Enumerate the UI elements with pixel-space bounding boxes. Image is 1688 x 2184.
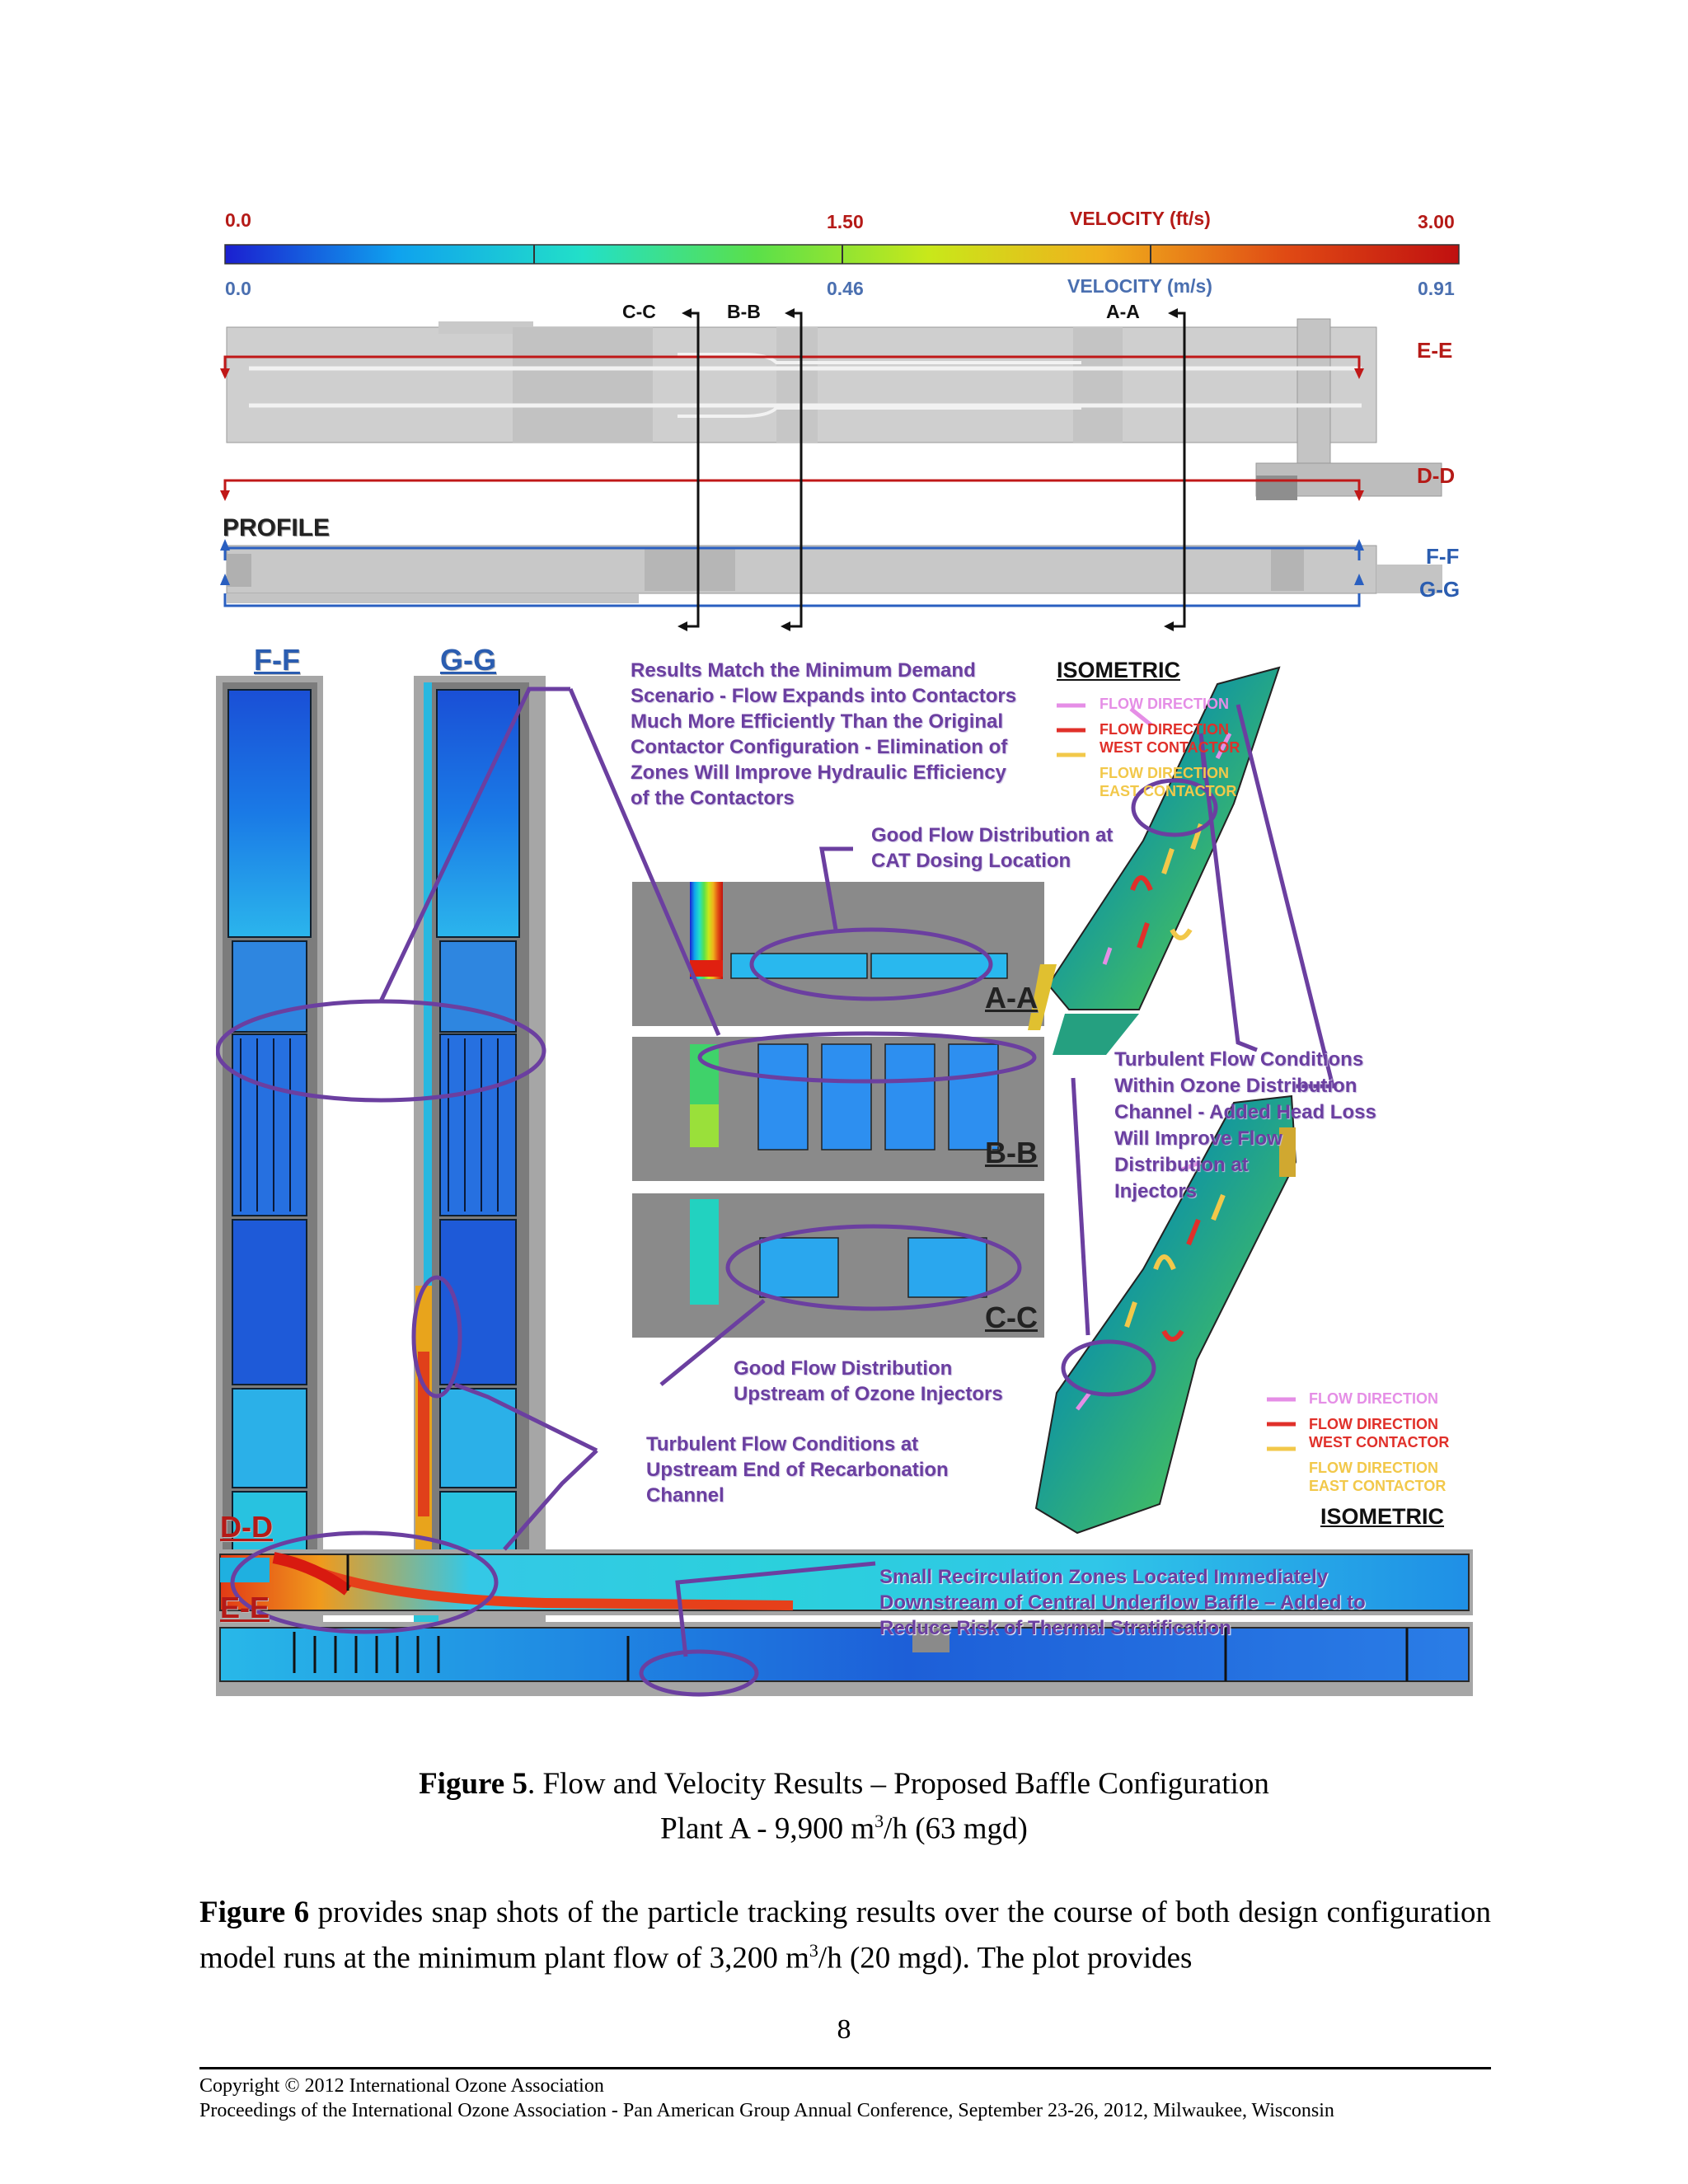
- legend-west-2-2: WEST CONTACTOR: [1309, 1434, 1450, 1451]
- figure-5-cfd-graphic: 0.0 1.50 VELOCITY (ft/s) 3.00 0.0 0.46 V…: [216, 198, 1473, 1755]
- scale-ft-min: 0.0: [225, 209, 251, 231]
- cross-section-bb-label: B-B: [985, 1136, 1038, 1169]
- caption-title: . Flow and Velocity Results – Proposed B…: [527, 1767, 1269, 1801]
- isometric-title-top: ISOMETRIC: [1057, 658, 1181, 682]
- figure-caption: Figure 5. Flow and Velocity Results – Pr…: [0, 1765, 1688, 1847]
- scale-m-min: 0.0: [225, 278, 251, 299]
- legend-west-1: FLOW DIRECTION: [1100, 721, 1229, 738]
- marker-ee: E-E: [1417, 338, 1453, 363]
- legend-flow: FLOW DIRECTION: [1100, 696, 1229, 712]
- title-gg: G-G: [440, 643, 496, 677]
- annotation-cat: Good Flow Distribution at CAT Dosing Loc…: [871, 824, 1114, 872]
- profile-label: PROFILE: [223, 514, 331, 541]
- section-ee: [216, 1622, 1473, 1696]
- cross-section-cc: [632, 1193, 1044, 1338]
- legend-flow-2: FLOW DIRECTION: [1309, 1390, 1438, 1407]
- legend-east-1: FLOW DIRECTION: [1100, 765, 1229, 781]
- para-lead: Figure 6: [199, 1896, 310, 1929]
- section-dd: [216, 1549, 1473, 1615]
- caption-line2-sup: 3: [874, 1811, 884, 1831]
- scale-ft-mid: 1.50: [827, 211, 864, 232]
- cross-section-bb: [632, 1037, 1044, 1181]
- para-sup: 3: [809, 1940, 818, 1961]
- para-text1: provides snap shots of the particle trac…: [199, 1896, 1491, 1975]
- legend-bottom: FLOW DIRECTION FLOW DIRECTION WEST CONTA…: [1309, 1390, 1449, 1495]
- scale-m-title: VELOCITY (m/s): [1067, 275, 1212, 297]
- annotation-turbulent-recarb: Turbulent Flow Conditions at Upstream En…: [646, 1433, 949, 1507]
- annotation-turbulent-ozone: Turbulent Flow Conditions Within Ozone D…: [1114, 1048, 1376, 1202]
- title-dd: D-D: [220, 1510, 273, 1544]
- cross-section-aa-label: A-A: [985, 981, 1038, 1015]
- marker-aa: A-A: [1106, 301, 1140, 322]
- body-paragraph: Figure 6 provides snap shots of the part…: [199, 1894, 1491, 1977]
- scale-m-mid: 0.46: [827, 278, 864, 299]
- caption-label: Figure 5: [419, 1767, 528, 1801]
- scale-m-max: 0.91: [1418, 278, 1455, 299]
- legend-east-2-2: EAST CONTACTOR: [1309, 1478, 1447, 1494]
- footer: Copyright © 2012 International Ozone Ass…: [199, 2074, 1334, 2123]
- plan-view: [226, 318, 1442, 500]
- figure-artwork: [216, 244, 1473, 1697]
- annotation-recirculation: Small Recirculation Zones Located Immedi…: [879, 1566, 1366, 1639]
- scale-ft-title: VELOCITY (ft/s): [1070, 208, 1211, 229]
- legend-west-2-1: FLOW DIRECTION: [1309, 1416, 1438, 1432]
- caption-line2-post: /h (63 mgd): [884, 1811, 1028, 1846]
- scale-ft-max: 3.00: [1418, 211, 1455, 232]
- para-text2: /h (20 mgd). The plot provides: [818, 1941, 1193, 1975]
- page-number: 8: [837, 2014, 851, 2045]
- legend-top: FLOW DIRECTION FLOW DIRECTION WEST CONTA…: [1100, 695, 1240, 800]
- marker-ff: F-F: [1426, 544, 1460, 569]
- profile-view: [226, 545, 1442, 603]
- legend-east-2-1: FLOW DIRECTION: [1309, 1460, 1438, 1476]
- annotation-good-upstream: Good Flow Distribution Upstream of Ozone…: [734, 1357, 1003, 1405]
- legend-west-2: WEST CONTACTOR: [1100, 739, 1240, 756]
- annotation-results: Results Match the Minimum Demand Scenari…: [631, 659, 1017, 809]
- marker-dd: D-D: [1417, 463, 1456, 488]
- footer-copyright: Copyright © 2012 International Ozone Ass…: [199, 2075, 604, 2097]
- isometric-bottom: [1034, 1094, 1297, 1535]
- callout-markers: [216, 687, 1336, 1697]
- isometric-title-bottom: ISOMETRIC: [1320, 1504, 1445, 1529]
- cross-section-cc-label: C-C: [985, 1301, 1038, 1334]
- title-ff: F-F: [254, 643, 300, 677]
- legend-east-2: EAST CONTACTOR: [1100, 783, 1237, 799]
- marker-bb: B-B: [727, 301, 761, 322]
- caption-line2-pre: Plant A - 9,900 m: [660, 1811, 875, 1846]
- footer-proceedings: Proceedings of the International Ozone A…: [199, 2100, 1334, 2121]
- marker-gg: G-G: [1419, 577, 1461, 602]
- section-ff-gg: [216, 676, 546, 1657]
- title-ee: E-E: [220, 1591, 270, 1624]
- isometric-flow-arrows: [1076, 707, 1232, 1411]
- marker-cc: C-C: [622, 301, 656, 322]
- footer-rule: [199, 2067, 1491, 2069]
